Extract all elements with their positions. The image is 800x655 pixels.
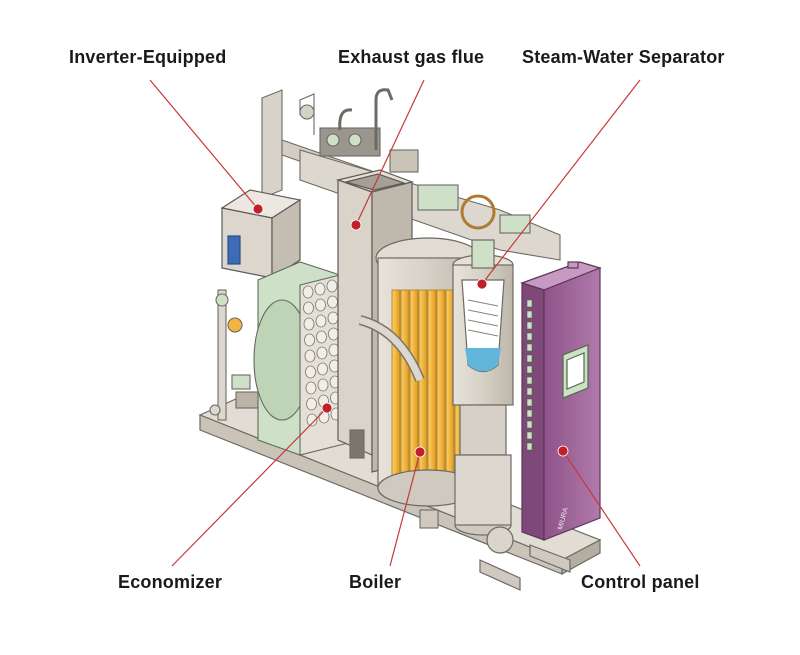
economizer-tube	[315, 298, 326, 312]
economizer-tube	[314, 282, 326, 296]
label-control-panel: Control panel	[581, 572, 700, 592]
boiler-tube	[391, 289, 401, 481]
marker-dot-separator	[476, 278, 488, 290]
economizer-tube	[305, 365, 316, 379]
panel-terminal	[526, 420, 533, 429]
marker-dots	[252, 203, 569, 458]
economizer-tube	[303, 317, 315, 331]
economizer-tube	[316, 330, 327, 344]
panel-terminal	[526, 431, 533, 440]
side-piping	[209, 289, 439, 529]
panel-terminal	[526, 442, 533, 451]
marker-dot-exhaust	[350, 219, 362, 231]
leader-lines	[149, 79, 641, 567]
leader-line-separator	[481, 79, 641, 285]
leader-line-exhaust	[355, 79, 425, 226]
panel-terminal	[526, 387, 533, 396]
panel-terminal	[526, 376, 533, 385]
leader-line-boiler	[389, 451, 421, 567]
panel-terminal	[526, 343, 533, 352]
boiler-tube	[427, 289, 437, 481]
inverter-box	[220, 189, 302, 280]
economizer-tube	[317, 378, 329, 392]
label-inverter-equipped: Inverter-Equipped	[69, 47, 227, 67]
steam-water-separator	[452, 239, 514, 554]
panel-terminals	[526, 299, 533, 451]
panel-terminal	[526, 409, 533, 418]
economizer-tube	[316, 346, 328, 360]
label-economizer: Economizer	[118, 572, 223, 592]
panel-terminal	[526, 299, 533, 308]
economizer-tube	[302, 285, 314, 299]
label-exhaust-gas-flue: Exhaust gas flue	[338, 47, 485, 67]
leader-line-inverter	[149, 79, 259, 210]
economizer-tube	[306, 413, 318, 427]
economizer-tube	[315, 314, 327, 328]
economizer-tube	[304, 333, 315, 347]
economizer-tube	[306, 397, 317, 411]
panel-terminal	[526, 321, 533, 330]
economizer-tube	[327, 295, 338, 309]
economizer-tube	[328, 327, 339, 341]
panel-terminal	[526, 398, 533, 407]
label-steam-water-separator: Steam-Water Separator	[522, 47, 725, 67]
leader-line-economizer	[171, 407, 328, 567]
control-panel: MIURA	[520, 261, 602, 541]
boiler-tube	[436, 289, 446, 481]
marker-dot-boiler	[414, 446, 426, 458]
economizer-tube	[305, 381, 317, 395]
economizer-tube	[303, 301, 314, 315]
panel-terminal	[526, 365, 533, 374]
leader-line-control	[562, 450, 641, 567]
marker-dot-control	[557, 445, 569, 457]
economizer-tube	[304, 349, 316, 363]
boiler-tube	[400, 289, 410, 481]
separator-vanes	[467, 299, 499, 337]
marker-dot-inverter	[252, 203, 264, 215]
economizer-tube	[326, 279, 338, 293]
panel-terminal	[526, 354, 533, 363]
economizer-tube	[327, 311, 339, 325]
panel-terminal	[526, 332, 533, 341]
marker-dot-economizer	[321, 402, 333, 414]
label-boiler: Boiler	[349, 572, 402, 592]
panel-terminal	[526, 310, 533, 319]
economizer-tube	[317, 362, 328, 376]
